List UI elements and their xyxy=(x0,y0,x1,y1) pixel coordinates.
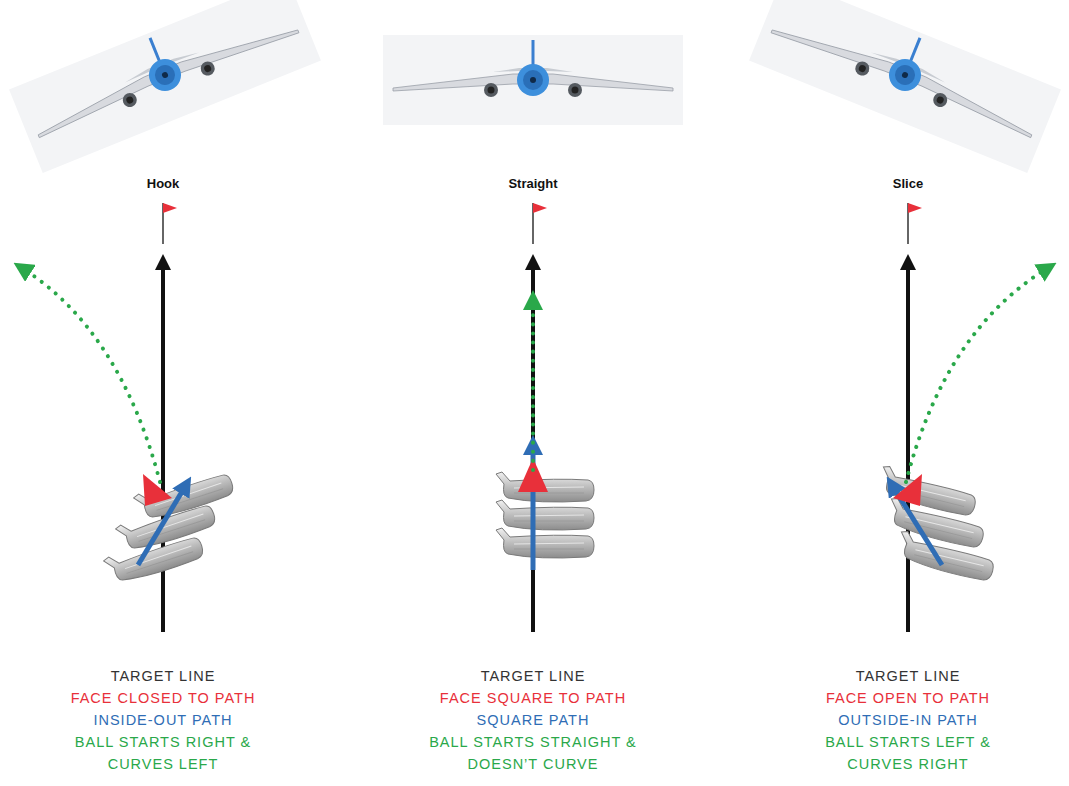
shot-title: Straight xyxy=(473,176,593,191)
path-label: INSIDE-OUT PATH xyxy=(43,709,283,731)
shot-title: Hook xyxy=(103,176,223,191)
path-label: SQUARE PATH xyxy=(413,709,653,731)
target-line-label: TARGET LINE xyxy=(798,665,1018,687)
path-label: OUTSIDE-IN PATH xyxy=(788,709,1028,731)
ball-flight-label: BALL STARTS RIGHT & CURVES LEFT xyxy=(61,731,266,775)
ball-flight-label: BALL STARTS LEFT & CURVES RIGHT xyxy=(806,731,1011,775)
face-label: FACE OPEN TO PATH xyxy=(788,687,1028,709)
face-label: FACE SQUARE TO PATH xyxy=(413,687,653,709)
target-line-label: TARGET LINE xyxy=(53,665,273,687)
ball-flight-label: BALL STARTS STRAIGHT & DOESN’T CURVE xyxy=(411,731,656,775)
flag xyxy=(163,203,922,244)
face-label: FACE CLOSED TO PATH xyxy=(43,687,283,709)
target-line-label: TARGET LINE xyxy=(423,665,643,687)
shot-title: Slice xyxy=(848,176,968,191)
